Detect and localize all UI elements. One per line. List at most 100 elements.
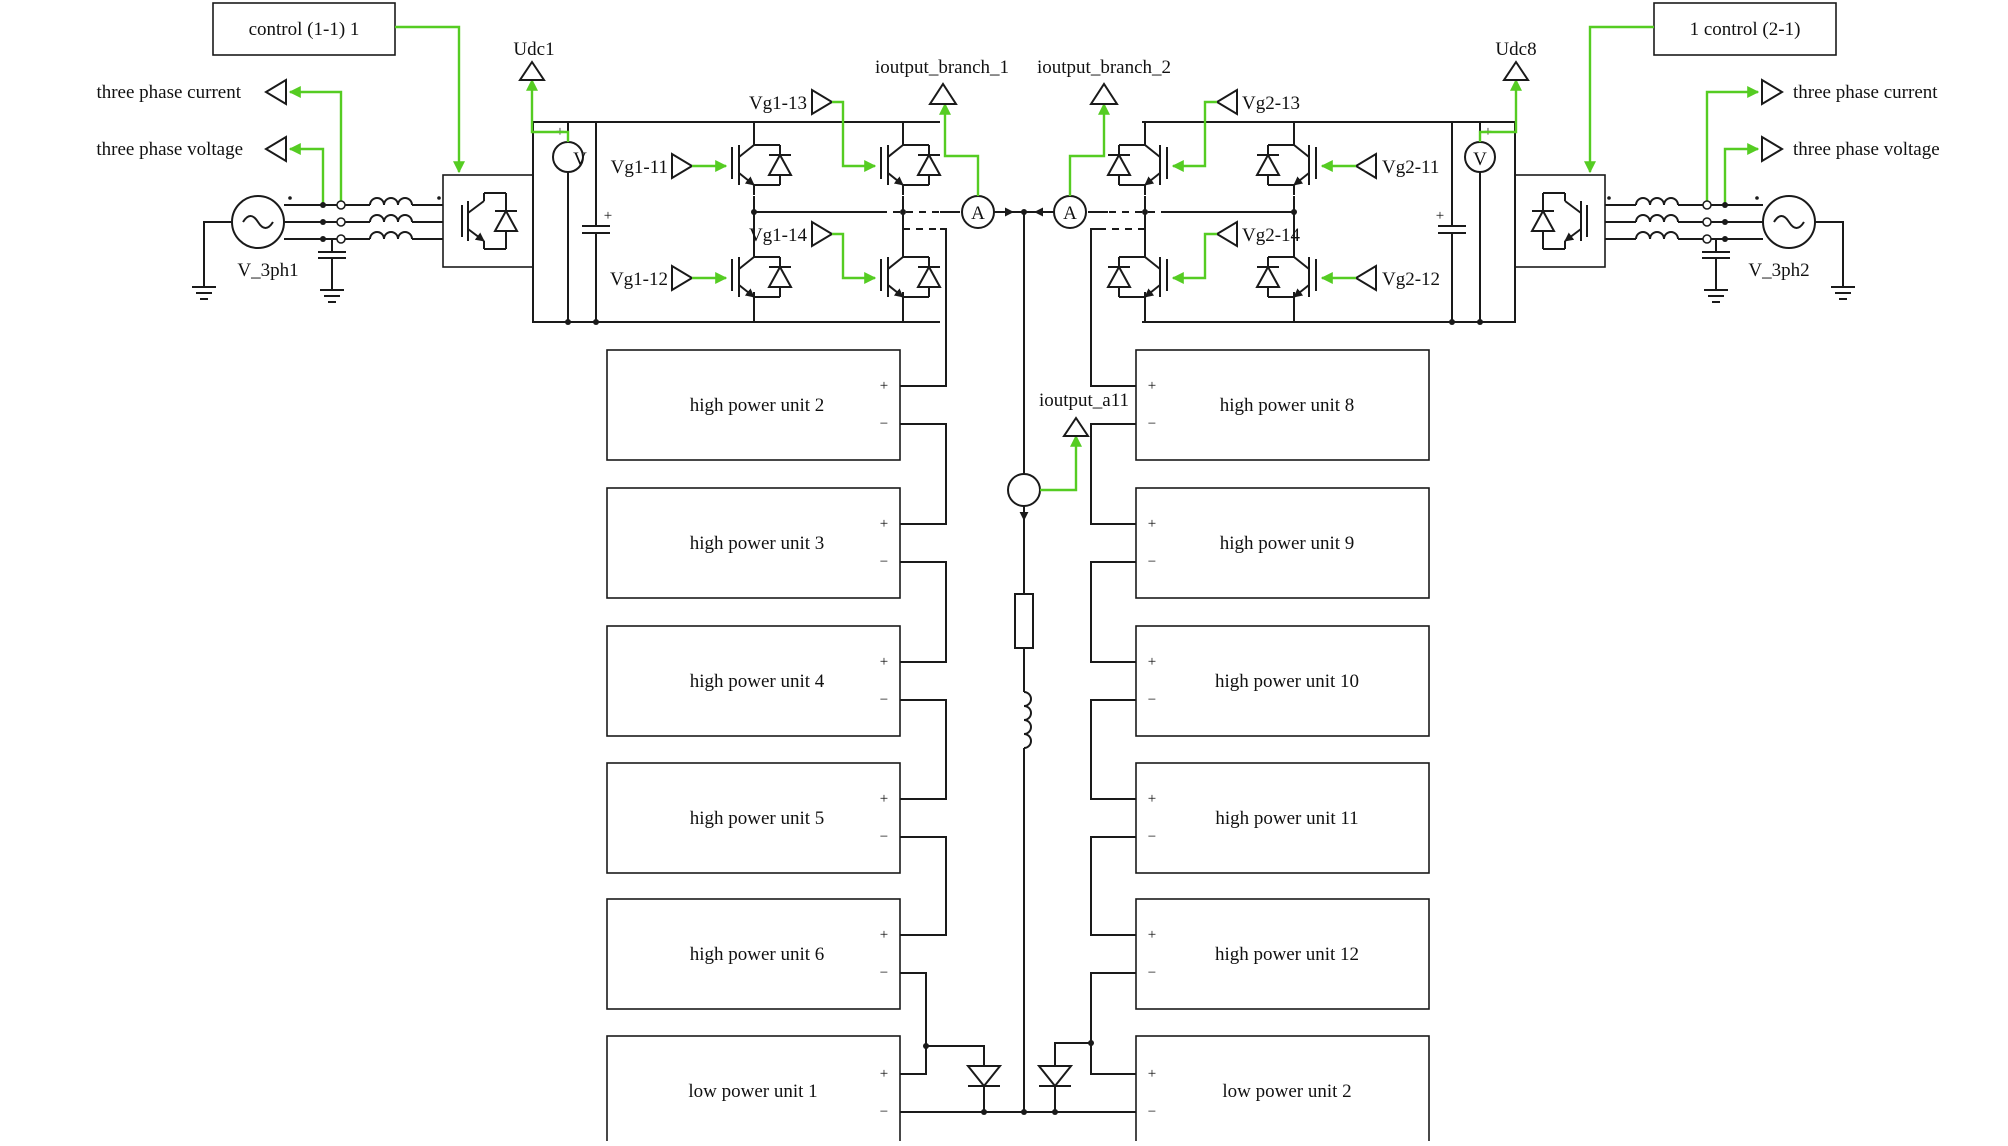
- unit-right-3[interactable]: [1135, 625, 1430, 737]
- current-signal-left: [288, 86, 343, 205]
- svg-text:+: +: [880, 378, 888, 394]
- gate-label-vg2-13: Vg2-13: [1242, 93, 1300, 114]
- unit-left-4-label: high power unit 5: [690, 808, 825, 829]
- output-section: ioutput_a11: [1007, 209, 1129, 1115]
- diode-icon-left: [965, 1065, 1003, 1088]
- left-voltage-label: three phase voltage: [96, 139, 243, 160]
- udc1-label: Udc1: [513, 39, 554, 60]
- unit-left-6[interactable]: [606, 1035, 901, 1146]
- svg-text:+: +: [1148, 516, 1156, 532]
- svg-text:−: −: [1148, 554, 1156, 570]
- voltage-signal-left: [288, 143, 325, 205]
- svg-text:+: +: [1148, 791, 1156, 807]
- right-voltage-label: three phase voltage: [1793, 139, 1940, 160]
- control-block-left-label: control (1-1) 1: [249, 19, 360, 40]
- unit-left-5[interactable]: [606, 898, 901, 1010]
- control-block-right-label: 1 control (2-1): [1690, 19, 1801, 40]
- svg-text:A: A: [1063, 203, 1077, 224]
- unit-left-1[interactable]: [606, 349, 901, 461]
- probe-icon-branch-2: [1089, 82, 1119, 105]
- right-grid-section: 1 control (2-1) three phase current thre…: [1034, 2, 1940, 325]
- unit-left-1-label: high power unit 2: [690, 395, 825, 416]
- control-block-right[interactable]: [1653, 2, 1837, 56]
- unit-right-1-label: high power unit 8: [1220, 395, 1355, 416]
- unit-left-3[interactable]: [606, 625, 901, 737]
- svg-text:+: +: [880, 1066, 888, 1082]
- tag-icon-right-voltage: [1761, 135, 1784, 163]
- output-all-label: ioutput_a11: [1039, 390, 1129, 411]
- probe-icon-udc8: [1502, 60, 1530, 81]
- unit-right-2-label: high power unit 9: [1220, 533, 1355, 554]
- gate-label-vg2-12: Vg2-12: [1382, 269, 1440, 290]
- right-current-label: three phase current: [1793, 82, 1938, 103]
- left-current-label: three phase current: [96, 82, 241, 103]
- gate-label-vg2-11: Vg2-11: [1382, 157, 1439, 178]
- unit-right-4-label: high power unit 11: [1215, 808, 1358, 829]
- svg-text:+: +: [1148, 1066, 1156, 1082]
- gate-label-vg1-13: Vg1-13: [749, 93, 807, 114]
- svg-text:−: −: [1148, 965, 1156, 981]
- branch-2-label: ioutput_branch_2: [1037, 57, 1171, 78]
- inductor-icon: [1023, 691, 1032, 749]
- unit-right-4[interactable]: [1135, 762, 1430, 874]
- svg-text:V: V: [1473, 149, 1487, 170]
- svg-text:+: +: [1436, 208, 1444, 224]
- svg-text:−: −: [880, 692, 888, 708]
- svg-text:−: −: [880, 1104, 888, 1120]
- svg-text:−: −: [1148, 416, 1156, 432]
- unit-right-6-label: low power unit 2: [1222, 1081, 1351, 1102]
- unit-left-5-label: high power unit 6: [690, 944, 825, 965]
- unit-right-1[interactable]: [1135, 349, 1430, 461]
- unit-left-6-label: low power unit 1: [688, 1081, 817, 1102]
- unit-right-6[interactable]: [1135, 1035, 1430, 1146]
- svg-text:−: −: [880, 416, 888, 432]
- gate-label-vg1-14: Vg1-14: [749, 225, 808, 246]
- svg-text:+: +: [880, 791, 888, 807]
- left-grid-section: control (1-1) 1 three phase current thre…: [96, 2, 1014, 325]
- tag-icon-left-voltage: [264, 135, 287, 163]
- svg-text:−: −: [1148, 1104, 1156, 1120]
- unit-right-3-label: high power unit 10: [1215, 671, 1359, 692]
- grid-converter-right[interactable]: [1514, 174, 1606, 268]
- udc8-label: Udc8: [1495, 39, 1536, 60]
- svg-text:−: −: [1148, 829, 1156, 845]
- tag-icon-right-current: [1761, 78, 1784, 106]
- current-sensor-icon: [1007, 473, 1041, 507]
- grid-converter-left[interactable]: [442, 174, 534, 268]
- probe-icon-udc1: [518, 60, 546, 81]
- unit-right-2[interactable]: [1135, 487, 1430, 599]
- control-block-left[interactable]: [212, 2, 396, 56]
- svg-text:+: +: [1148, 378, 1156, 394]
- unit-right-5[interactable]: [1135, 898, 1430, 1010]
- svg-text:A: A: [971, 203, 985, 224]
- unit-left-4[interactable]: [606, 762, 901, 874]
- source-right-label: V_3ph2: [1748, 260, 1809, 281]
- svg-text:−: −: [880, 829, 888, 845]
- svg-text:V: V: [573, 149, 587, 170]
- unit-left-3-label: high power unit 4: [690, 671, 825, 692]
- tag-icon-left-current: [264, 78, 287, 106]
- branch-1-label: ioutput_branch_1: [875, 57, 1009, 78]
- svg-text:+: +: [880, 516, 888, 532]
- unit-left-2[interactable]: [606, 487, 901, 599]
- gate-label-vg1-12: Vg1-12: [610, 269, 668, 290]
- svg-text:−: −: [880, 965, 888, 981]
- control-signal-left: [395, 25, 465, 174]
- left-unit-stack: high power unit 2 + − high power unit 3 …: [606, 228, 1024, 1146]
- gate-label-vg2-14: Vg2-14: [1242, 225, 1301, 246]
- svg-text:+: +: [604, 208, 612, 224]
- svg-text:−: −: [880, 554, 888, 570]
- svg-text:−: −: [1148, 692, 1156, 708]
- svg-text:+: +: [880, 654, 888, 670]
- probe-icon-output-all: [1062, 416, 1090, 437]
- source-left-label: V_3ph1: [237, 260, 298, 281]
- svg-text:+: +: [880, 927, 888, 943]
- unit-left-2-label: high power unit 3: [690, 533, 825, 554]
- unit-right-5-label: high power unit 12: [1215, 944, 1359, 965]
- svg-text:+: +: [1148, 654, 1156, 670]
- svg-text:+: +: [1148, 927, 1156, 943]
- probe-icon-branch-1: [928, 82, 958, 105]
- diode-icon-right: [1036, 1065, 1074, 1088]
